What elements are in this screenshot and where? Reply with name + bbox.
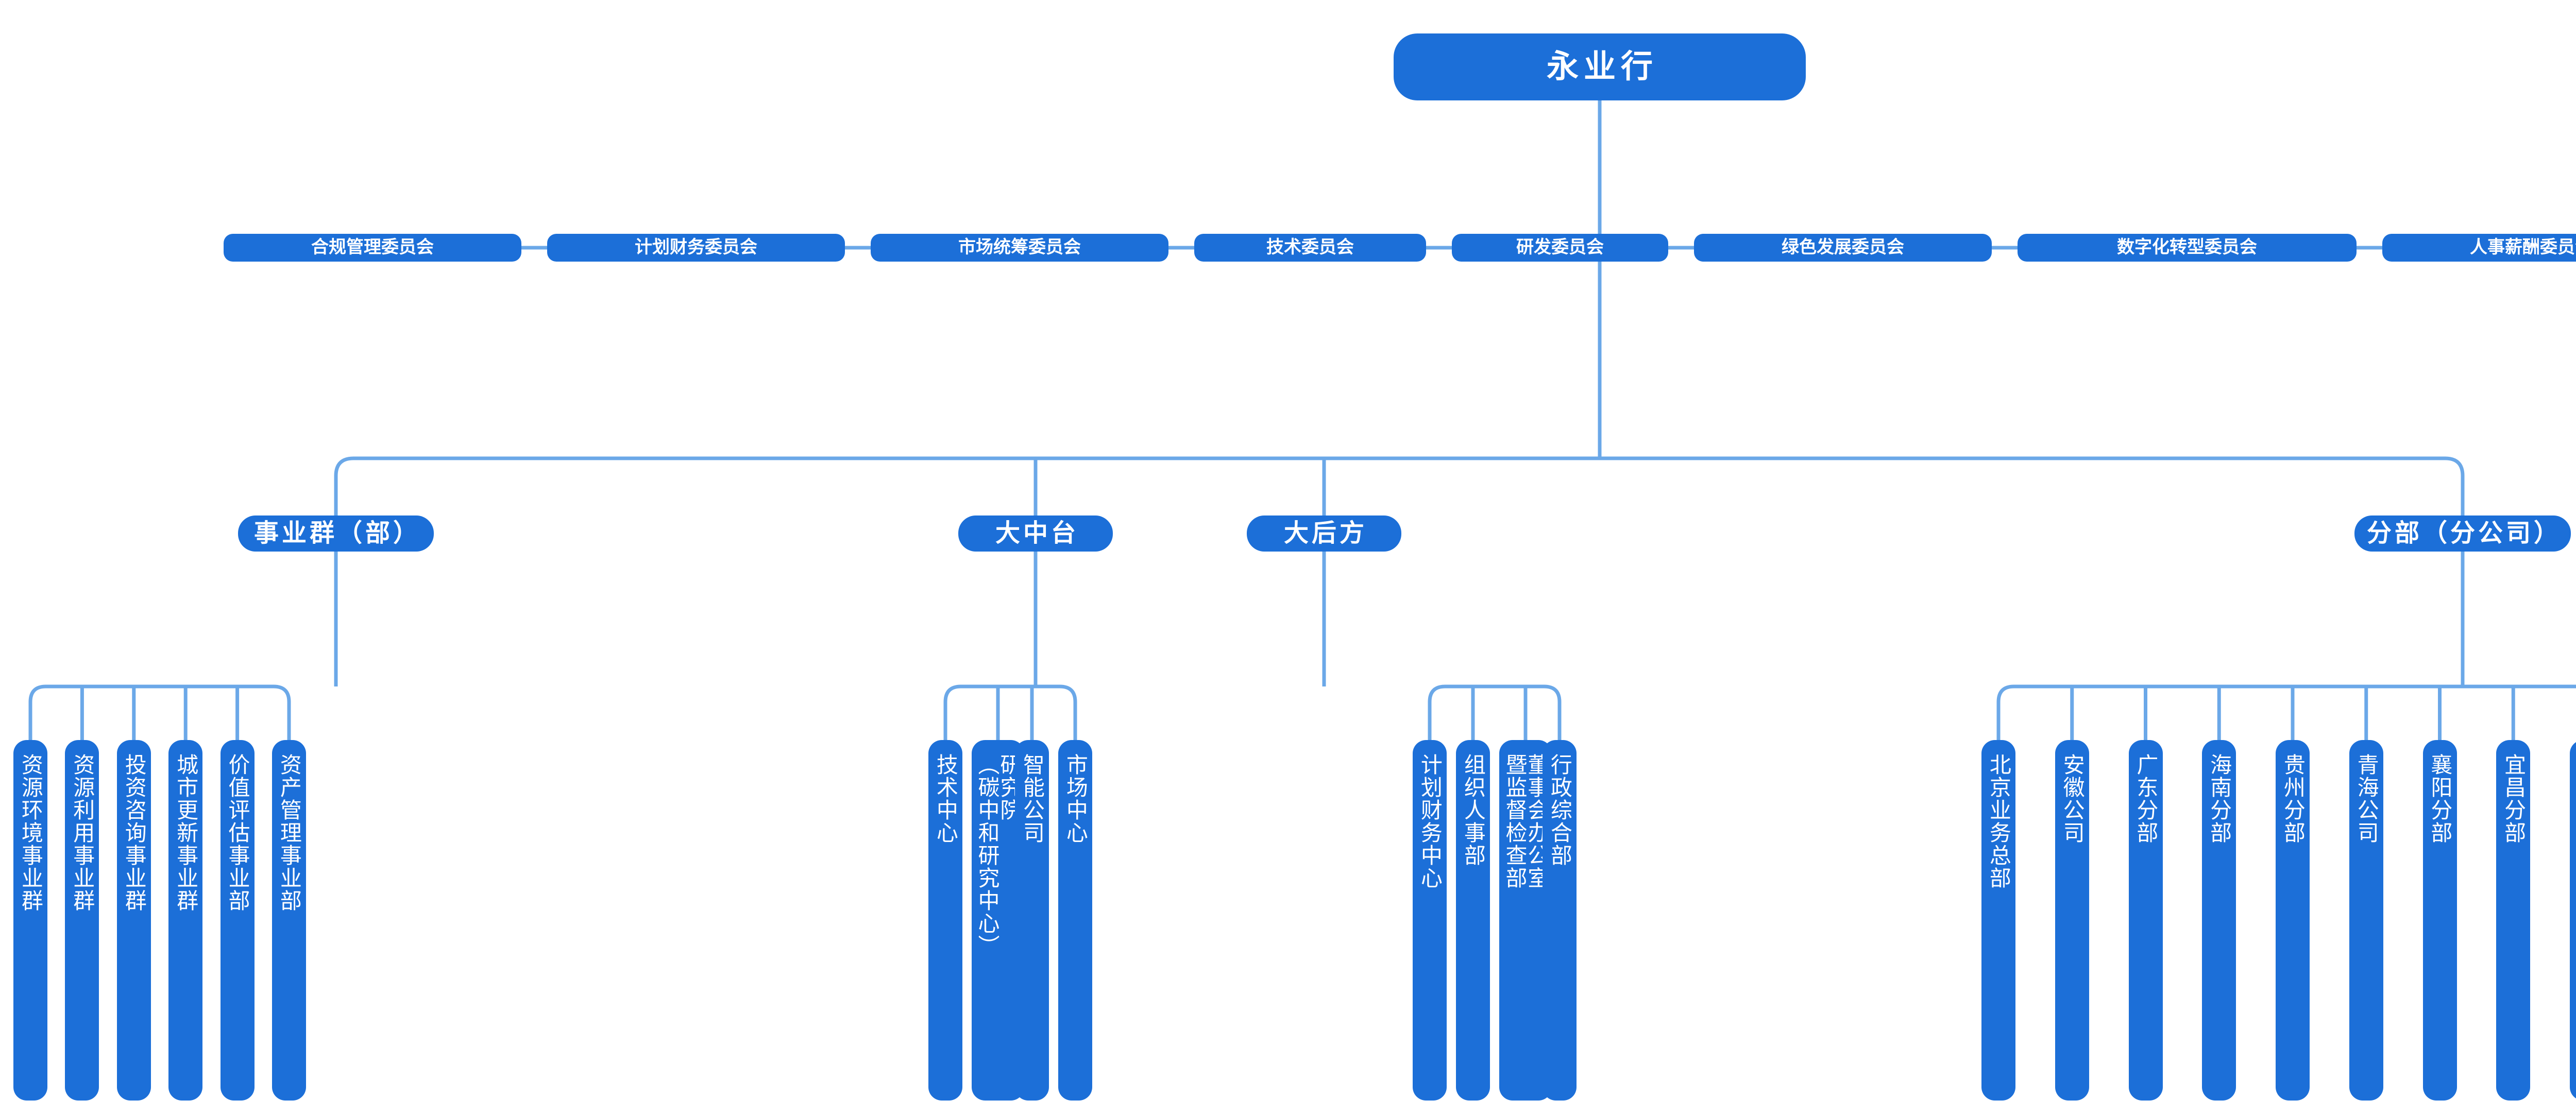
leaf-text-wrap: 青海公司 — [2349, 740, 2383, 1101]
leaf-node[interactable]: 青海公司 — [2349, 740, 2383, 1101]
leaf-text-wrap: 资源环境事业群 — [13, 740, 47, 1101]
division-label: 事业群（部） — [253, 520, 421, 547]
committee-label: 市场统筹委员会 — [958, 237, 1081, 257]
leaf-label: 襄阳分部 — [2428, 753, 2452, 844]
leaf-label: 广东分部 — [2133, 753, 2158, 844]
leaf-label: 宜昌分部 — [2501, 753, 2526, 844]
leaf-node[interactable]: 广东分部 — [2128, 740, 2163, 1101]
leaf-node[interactable]: 计划财务中心 — [1413, 740, 1447, 1101]
leaf-text-wrap: 行政综合部 — [1543, 740, 1577, 1101]
leaf-text-wrap: 广东分部 — [2129, 740, 2163, 1101]
leaf-label: 行政综合部 — [1548, 753, 1572, 867]
leaf-label: 智能公司 — [1020, 753, 1045, 844]
leaf-label: 技术中心 — [934, 753, 958, 844]
committee-1[interactable]: 合规管理委员会 — [224, 234, 521, 262]
leaf-node[interactable]: 北京业务总部 — [1981, 740, 2015, 1101]
leaf-text-wrap: 资产管理事业部 — [272, 740, 306, 1101]
leaf-text-wrap: 资源利用事业群 — [65, 740, 99, 1101]
leaf-label: 计划财务中心 — [1418, 753, 1443, 889]
committee-label: 计划财务委员会 — [635, 237, 757, 257]
leaf-label: 城市更新事业群 — [174, 753, 198, 912]
division-label: 大后方 — [1283, 520, 1367, 547]
division-1[interactable]: 事业群（部） — [238, 515, 434, 552]
leaf-node[interactable]: 智能公司 — [1015, 740, 1049, 1101]
committee-2[interactable]: 计划财务委员会 — [547, 234, 845, 262]
leaf-label: 贵州分部 — [2281, 753, 2306, 844]
leaf-text-wrap: 价值评估事业部 — [221, 740, 255, 1101]
leaf-label: 暨监督检查部 — [1503, 753, 1527, 889]
leaf-label: 青海公司 — [2354, 753, 2379, 844]
committee-label: 绿色发展委员会 — [1782, 237, 1904, 257]
leaf-node[interactable]: 宜昌分部 — [2496, 740, 2531, 1101]
committee-label: 合规管理委员会 — [311, 237, 434, 257]
leaf-node[interactable]: 贵州分部 — [2276, 740, 2310, 1101]
leaf-node[interactable]: 价值评估事业部 — [220, 740, 255, 1101]
committee-label: 人事薪酬委员会 — [2470, 237, 2576, 257]
committee-8[interactable]: 人事薪酬委员会 — [2382, 234, 2576, 262]
root-node[interactable]: 永业行 — [1394, 33, 1806, 100]
committee-label: 研发委员会 — [1516, 237, 1604, 257]
leaf-node[interactable]: 海南分部 — [2202, 740, 2236, 1101]
leaf-label: 安徽公司 — [2060, 753, 2085, 844]
leaf-node[interactable]: 市场中心 — [1058, 740, 1092, 1101]
leaf-node[interactable]: 黄石分部 — [2570, 740, 2576, 1101]
leaf-label: 资源环境事业群 — [19, 753, 43, 912]
leaf-text-wrap: 黄石分部 — [2570, 740, 2576, 1101]
leaf-text-wrap: 智能公司 — [1015, 740, 1049, 1101]
leaf-text-wrap: 技术中心 — [928, 740, 962, 1101]
leaf-node[interactable]: 组织人事部 — [1456, 740, 1490, 1101]
leaf-text-wrap: 投资咨询事业群 — [117, 740, 151, 1101]
leaf-label: 投资咨询事业群 — [122, 753, 147, 912]
division-2[interactable]: 大中台 — [958, 515, 1113, 552]
leaf-node[interactable]: 行政综合部 — [1543, 740, 1577, 1101]
division-3[interactable]: 大后方 — [1247, 515, 1401, 552]
leaf-label: 海南分部 — [2207, 753, 2232, 844]
committee-5[interactable]: 研发委员会 — [1452, 234, 1668, 262]
leaf-text-wrap: 安徽公司 — [2055, 740, 2089, 1101]
leaf-text-wrap: 宜昌分部 — [2496, 740, 2530, 1101]
root-label: 永业行 — [1546, 49, 1658, 85]
leaf-text-wrap: 市场中心 — [1058, 740, 1092, 1101]
leaf-label: 资源利用事业群 — [70, 753, 95, 912]
division-label: 大中台 — [995, 520, 1079, 547]
leaf-node[interactable]: 技术中心 — [928, 740, 962, 1101]
leaf-node[interactable]: 城市更新事业群 — [168, 740, 203, 1101]
committee-7[interactable]: 数字化转型委员会 — [2018, 234, 2357, 262]
committee-4[interactable]: 技术委员会 — [1194, 234, 1426, 262]
leaf-node[interactable]: 投资咨询事业群 — [116, 740, 151, 1101]
leaf-text-wrap: 北京业务总部 — [1981, 740, 2015, 1101]
leaf-label: 北京业务总部 — [1987, 753, 2011, 889]
leaf-label: 市场中心 — [1063, 753, 1088, 844]
division-label: 分部（分公司） — [2366, 520, 2562, 547]
leaf-label: 资产管理事业部 — [277, 753, 302, 912]
leaf-label: 价值评估事业部 — [226, 753, 250, 912]
leaf-node[interactable]: 资源利用事业群 — [65, 740, 99, 1101]
leaf-text-wrap: 组织人事部 — [1456, 740, 1490, 1101]
committee-6[interactable]: 绿色发展委员会 — [1694, 234, 1992, 262]
leaf-text-wrap: 襄阳分部 — [2423, 740, 2457, 1101]
leaf-label: （碳中和研究中心） — [975, 753, 999, 957]
committee-label: 数字化转型委员会 — [2117, 237, 2257, 257]
leaf-node[interactable]: 资产管理事业部 — [272, 740, 306, 1101]
leaf-node[interactable]: 襄阳分部 — [2422, 740, 2457, 1101]
leaf-node[interactable]: 资源环境事业群 — [13, 740, 47, 1101]
committee-3[interactable]: 市场统筹委员会 — [871, 234, 1168, 262]
leaf-text-wrap: 贵州分部 — [2276, 740, 2310, 1101]
leaf-text-wrap: 城市更新事业群 — [168, 740, 202, 1101]
leaf-node[interactable]: 安徽公司 — [2055, 740, 2089, 1101]
leaf-label: 组织人事部 — [1461, 753, 1486, 867]
leaf-text-wrap: 计划财务中心 — [1413, 740, 1447, 1101]
division-4[interactable]: 分部（分公司） — [2354, 515, 2571, 552]
committee-label: 技术委员会 — [1266, 237, 1354, 257]
leaf-text-wrap: 海南分部 — [2202, 740, 2236, 1101]
